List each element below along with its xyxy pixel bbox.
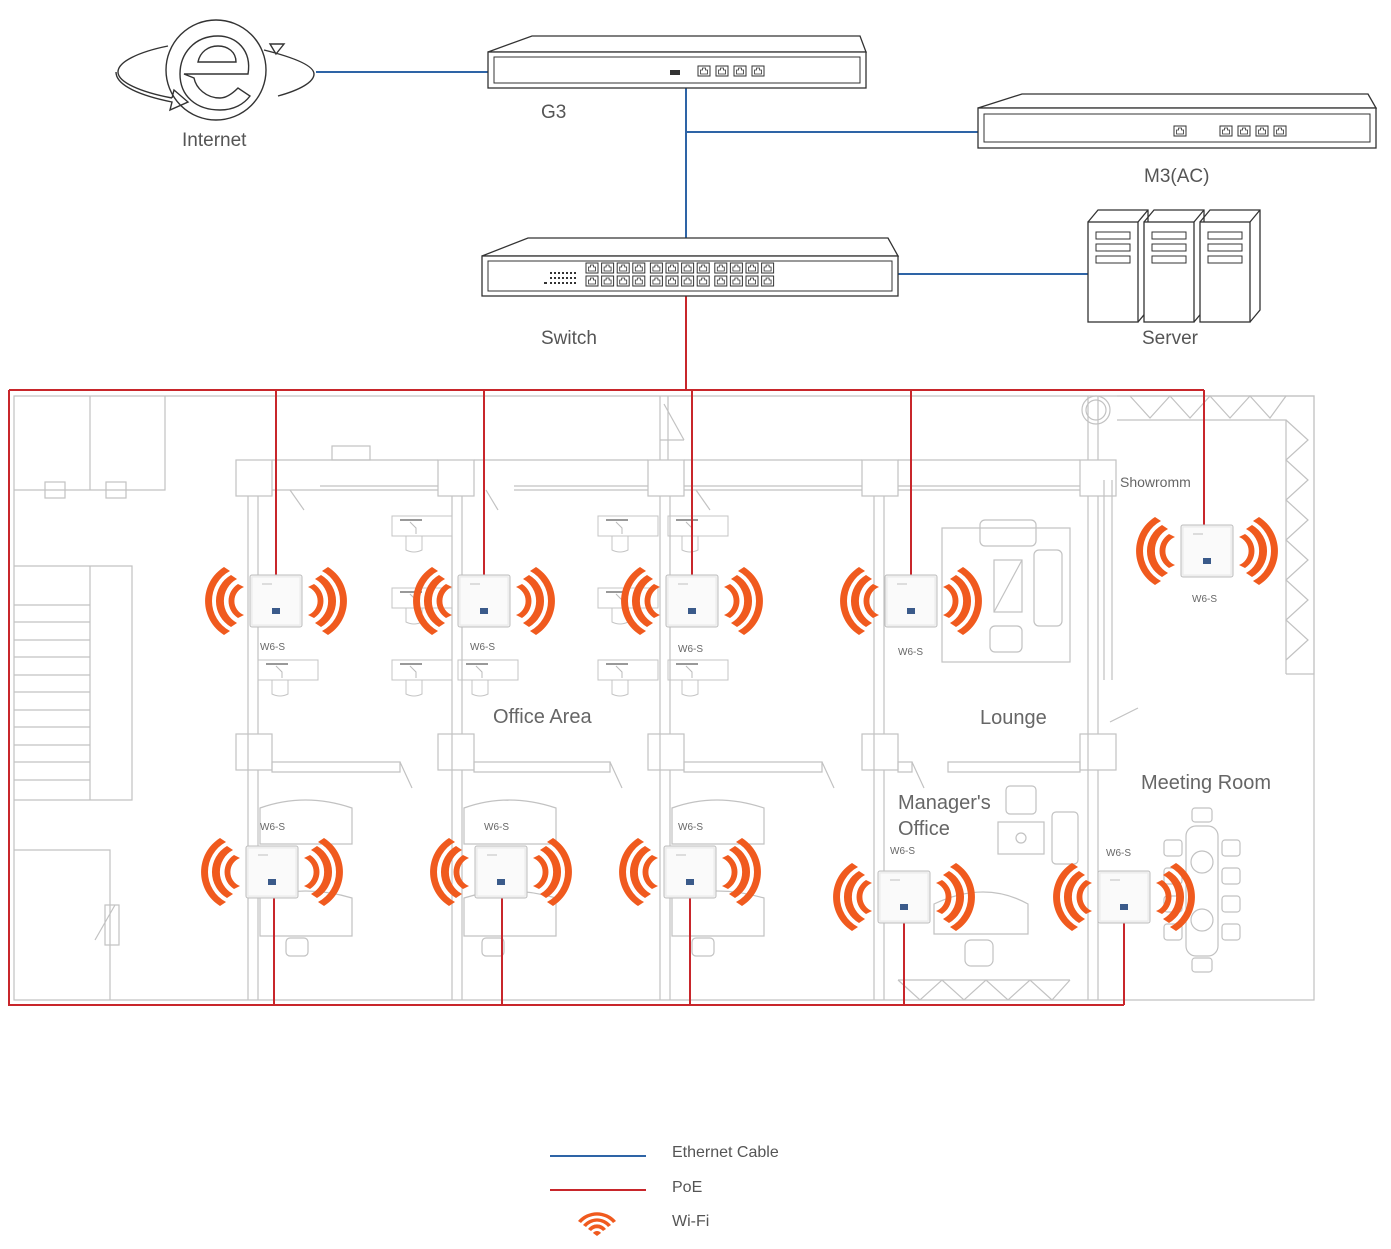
m3-ac-controller-icon bbox=[977, 93, 1378, 149]
switch-icon bbox=[481, 237, 900, 297]
floor-plan bbox=[13, 395, 1315, 1001]
access-point-label: W6-S bbox=[898, 647, 923, 658]
access-point-icon bbox=[1053, 863, 1195, 931]
legend-wifi-label: Wi-Fi bbox=[672, 1213, 710, 1230]
managers-office-label-line2: Office bbox=[898, 818, 950, 840]
access-point-label: W6-S bbox=[678, 644, 703, 655]
access-point-icon bbox=[1136, 517, 1278, 585]
legend-poe-label: PoE bbox=[672, 1179, 703, 1196]
wifi-icon bbox=[578, 1212, 616, 1236]
access-point-icon bbox=[205, 567, 347, 635]
access-point-label: W6-S bbox=[260, 822, 285, 833]
ethernet-cables bbox=[316, 71, 1088, 275]
managers-office-label-line1: Manager's bbox=[898, 792, 991, 814]
m3-label: M3(AC) bbox=[1144, 166, 1210, 187]
access-point-label: W6-S bbox=[470, 642, 495, 653]
access-point-icon bbox=[619, 838, 761, 906]
server-label: Server bbox=[1142, 328, 1198, 349]
office-area-label: Office Area bbox=[493, 706, 592, 728]
internet-label: Internet bbox=[182, 130, 247, 151]
g3-label: G3 bbox=[541, 102, 567, 123]
access-point-icon bbox=[201, 838, 343, 906]
lounge-label: Lounge bbox=[980, 707, 1047, 729]
access-point-label: W6-S bbox=[678, 822, 703, 833]
access-point-icon bbox=[621, 567, 763, 635]
access-points bbox=[201, 517, 1278, 931]
access-point-label: W6-S bbox=[1106, 848, 1131, 859]
server-icon bbox=[1087, 209, 1261, 323]
internet-icon bbox=[115, 19, 315, 121]
access-point-label: W6-S bbox=[260, 642, 285, 653]
g3-router-icon bbox=[487, 35, 867, 89]
access-point-icon bbox=[430, 838, 572, 906]
access-point-label: W6-S bbox=[484, 822, 509, 833]
access-point-icon bbox=[413, 567, 555, 635]
poe-cables bbox=[8, 296, 1205, 1006]
access-point-icon bbox=[840, 567, 982, 635]
legend bbox=[550, 1155, 646, 1236]
meeting-room-label: Meeting Room bbox=[1141, 772, 1272, 794]
access-point-label: W6-S bbox=[890, 846, 915, 857]
showroom-label: Showromm bbox=[1120, 474, 1191, 490]
legend-ethernet-label: Ethernet Cable bbox=[672, 1144, 779, 1161]
switch-label: Switch bbox=[541, 328, 597, 349]
access-point-label: W6-S bbox=[1192, 594, 1217, 605]
